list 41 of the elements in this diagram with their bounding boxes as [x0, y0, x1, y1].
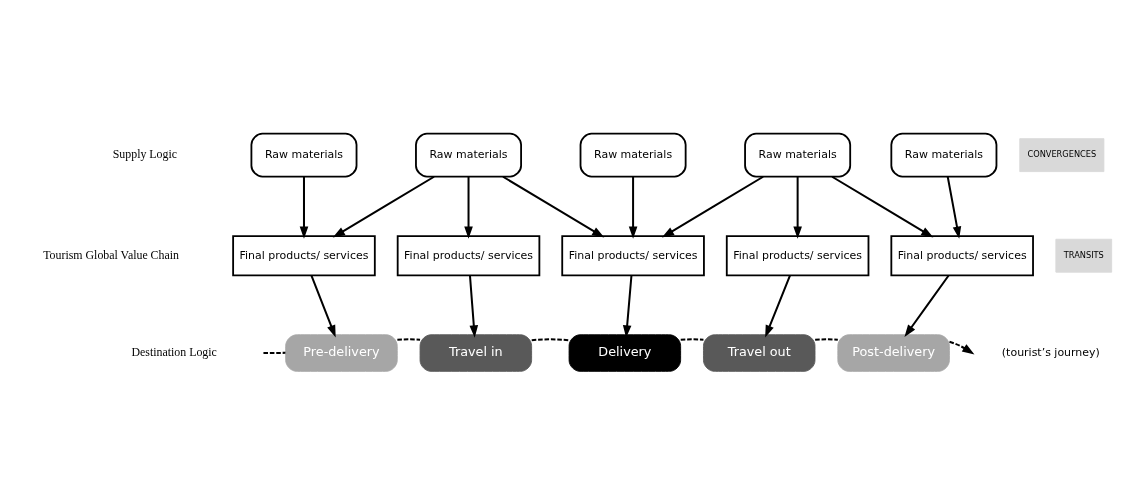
node-box: Raw materials	[250, 132, 358, 178]
arrow	[622, 274, 633, 338]
node-box: Final products/ services	[890, 234, 1034, 276]
node-box: Final products/ services	[725, 234, 870, 276]
arrow	[765, 274, 791, 337]
node-box: Post-delivery	[837, 333, 950, 372]
arrow	[468, 274, 479, 338]
node-box: Travel in	[419, 333, 533, 372]
arrow	[904, 274, 950, 337]
arrow	[793, 176, 802, 239]
label: CONVERGENCES	[1027, 148, 1097, 159]
connector	[680, 337, 704, 341]
node-box: Raw materials	[744, 132, 852, 178]
node-box: Raw materials	[890, 132, 998, 178]
node-box: Raw materials	[579, 132, 687, 178]
label: (tourist’s journey)	[1001, 345, 1100, 359]
node-box: Raw materials	[415, 132, 522, 178]
connector	[263, 351, 286, 354]
arrow	[464, 176, 473, 239]
node-box: Pre-delivery	[285, 333, 398, 372]
connector	[815, 337, 838, 341]
arrow	[661, 175, 764, 237]
arrow	[949, 340, 975, 354]
node-box: Final products/ services	[561, 234, 705, 276]
arrow	[946, 176, 962, 239]
label: TRANSITS	[1063, 249, 1104, 260]
connector	[531, 337, 569, 341]
arrow	[502, 175, 605, 237]
arrow	[310, 274, 336, 337]
label: Supply Logic	[112, 146, 178, 161]
arrow	[628, 176, 638, 239]
arrow	[299, 176, 309, 239]
connector	[397, 337, 421, 341]
arrow	[332, 175, 435, 237]
node-box: Travel out	[703, 333, 816, 372]
label: Destination Logic	[131, 344, 217, 359]
arrow	[831, 175, 934, 237]
node-box: Final products/ services	[232, 234, 376, 276]
label: Tourism Global Value Chain	[43, 247, 179, 262]
node-box: Final products/ services	[396, 234, 541, 276]
node-box: Delivery	[568, 333, 682, 372]
